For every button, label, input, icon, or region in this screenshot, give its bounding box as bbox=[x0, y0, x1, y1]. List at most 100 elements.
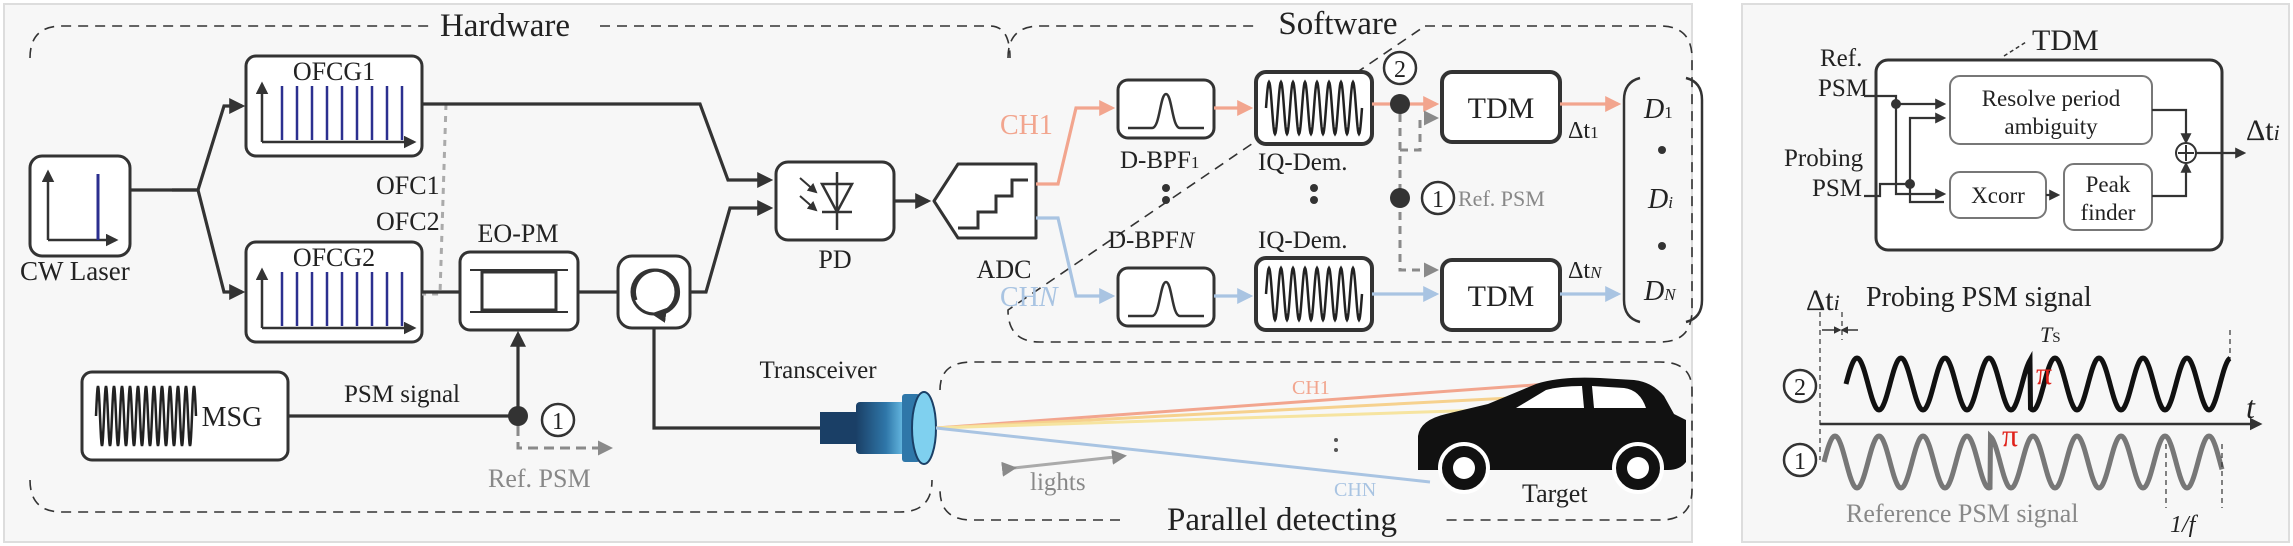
reference-waveform bbox=[1821, 430, 2225, 491]
resolve-line2: ambiguity bbox=[2004, 114, 2098, 139]
ofc2-label: OFC2 bbox=[376, 207, 440, 236]
marker-1-sw bbox=[1420, 180, 1456, 216]
pd-box bbox=[774, 160, 896, 242]
pi-top: π bbox=[2036, 355, 2052, 391]
marker-1-sw-label: 1 bbox=[1432, 187, 1444, 213]
cw-laser bbox=[28, 154, 132, 258]
adc-box bbox=[932, 162, 1038, 240]
beam-ch1-label: CH1 bbox=[1292, 377, 1330, 399]
transceiver-label: Transceiver bbox=[759, 357, 877, 384]
distance-vector bbox=[1622, 76, 1704, 324]
d1-label: D1 bbox=[1643, 94, 1673, 125]
parallel-title: Parallel detecting bbox=[1167, 502, 1397, 538]
iqdem1-waveform bbox=[1264, 79, 1364, 137]
dt1-label: Δt1 bbox=[1568, 118, 1599, 144]
dbpf1-box bbox=[1116, 78, 1216, 140]
wire-chn bbox=[1036, 216, 1116, 304]
psm-signal-label: PSM signal bbox=[344, 381, 460, 408]
t-axis-label: t bbox=[2246, 389, 2256, 425]
reference-signal-title: Reference PSM signal bbox=[1846, 499, 2079, 528]
peak-line2: finder bbox=[2081, 200, 2136, 225]
wire-ch1 bbox=[1036, 100, 1116, 186]
ref-psm-feed-1 bbox=[1400, 110, 1439, 152]
software-title: Software bbox=[1278, 6, 1397, 42]
wire-laser-ofcg2 bbox=[172, 188, 246, 300]
wire-circ-pd bbox=[690, 200, 774, 294]
iq-dots bbox=[1310, 184, 1318, 204]
ofcg2-box bbox=[244, 240, 424, 344]
tdm-output-label: Δti bbox=[2246, 114, 2280, 147]
ref-psm-line1: Ref. bbox=[1820, 45, 1862, 72]
dbpf1-label: D-BPF1 bbox=[1120, 147, 1199, 174]
dbpfn-box bbox=[1116, 266, 1216, 328]
marker-2-signal-label: 2 bbox=[1794, 375, 1806, 401]
dn-label: DN bbox=[1643, 276, 1677, 307]
circulator bbox=[616, 254, 692, 330]
marker-2-signal bbox=[1782, 368, 1818, 404]
wire-circ-transceiver bbox=[652, 328, 820, 430]
ref-psm-line2: PSM bbox=[1818, 75, 1868, 102]
hardware-title: Hardware bbox=[440, 8, 570, 44]
eopm-box bbox=[458, 250, 580, 332]
psm-junction bbox=[508, 406, 528, 426]
probing-line1: Probing bbox=[1784, 145, 1864, 172]
tdm-panel-title: TDM bbox=[2032, 24, 2099, 57]
marker-1-hw-label: 1 bbox=[552, 409, 564, 435]
iqdem1-label: IQ-Dem. bbox=[1258, 149, 1348, 176]
beam-chn-label: CHN bbox=[1334, 479, 1376, 501]
beam-dots bbox=[1334, 438, 1338, 452]
lights-arrow bbox=[1001, 449, 1127, 477]
junction-2 bbox=[1390, 94, 1410, 114]
tdm-title-leader bbox=[2003, 41, 2027, 57]
msg-box bbox=[80, 370, 290, 462]
signal-dt-label: Δti bbox=[1806, 284, 1840, 317]
tdmn-label: TDM bbox=[1468, 280, 1535, 313]
pd-label: PD bbox=[818, 245, 851, 274]
junction-1 bbox=[1390, 188, 1410, 208]
marker-1-signal bbox=[1782, 442, 1818, 478]
ofcg1-box bbox=[244, 54, 424, 158]
parallel-region bbox=[939, 361, 1693, 521]
iqdem1-box bbox=[1254, 70, 1374, 146]
probing-signal-title: Probing PSM signal bbox=[1866, 282, 2092, 313]
xcorr-label: Xcorr bbox=[1971, 183, 2025, 208]
cw-laser-label: CW Laser bbox=[20, 256, 130, 286]
ts-label: TS bbox=[2040, 322, 2061, 347]
tdm1-box bbox=[1440, 70, 1562, 144]
tdm1-label: TDM bbox=[1468, 92, 1535, 125]
software-region bbox=[1007, 25, 1693, 343]
ch1-label: CH1 bbox=[1000, 110, 1053, 141]
ofcg1-label: OFCG1 bbox=[293, 57, 375, 86]
iqdemn-box bbox=[1254, 256, 1374, 332]
target-car bbox=[1418, 377, 1686, 494]
msg-label: MSG bbox=[202, 402, 263, 433]
hardware-region bbox=[29, 25, 1011, 59]
resolve-line1: Resolve period bbox=[1982, 86, 2121, 111]
di-label: Di bbox=[1647, 184, 1673, 215]
ofcg1-comb bbox=[280, 86, 404, 140]
dtn-label: ΔtN bbox=[1568, 258, 1603, 284]
dbpfn-label: D-BPFN bbox=[1108, 227, 1196, 254]
hardware-region-bottom bbox=[29, 479, 933, 513]
iqdemn-label: IQ-Dem. bbox=[1258, 227, 1348, 254]
iqdemn-waveform bbox=[1264, 265, 1364, 323]
marker-2-sw bbox=[1382, 50, 1418, 86]
lights-label: lights bbox=[1030, 469, 1086, 496]
marker-1-hw bbox=[540, 402, 576, 438]
dbpf-dots bbox=[1162, 184, 1170, 204]
period-label: 1/f bbox=[2170, 512, 2199, 538]
probing-waveform bbox=[1843, 350, 2232, 413]
pi-bottom: π bbox=[2002, 417, 2018, 453]
ofcg2-comb bbox=[280, 272, 404, 326]
ref-psm-feed-n bbox=[1398, 114, 1439, 278]
msg-waveform bbox=[94, 385, 198, 447]
tdm-panel-wiring bbox=[1864, 94, 2247, 204]
marker-1-signal-label: 1 bbox=[1794, 449, 1806, 475]
marker-2-sw-label: 2 bbox=[1394, 57, 1406, 83]
probing-line2: PSM bbox=[1812, 175, 1862, 202]
ofcg2-label: OFCG2 bbox=[293, 243, 375, 272]
ref-psm-out bbox=[516, 426, 613, 456]
target-label: Target bbox=[1522, 479, 1588, 508]
eopm-label: EO-PM bbox=[478, 219, 559, 248]
